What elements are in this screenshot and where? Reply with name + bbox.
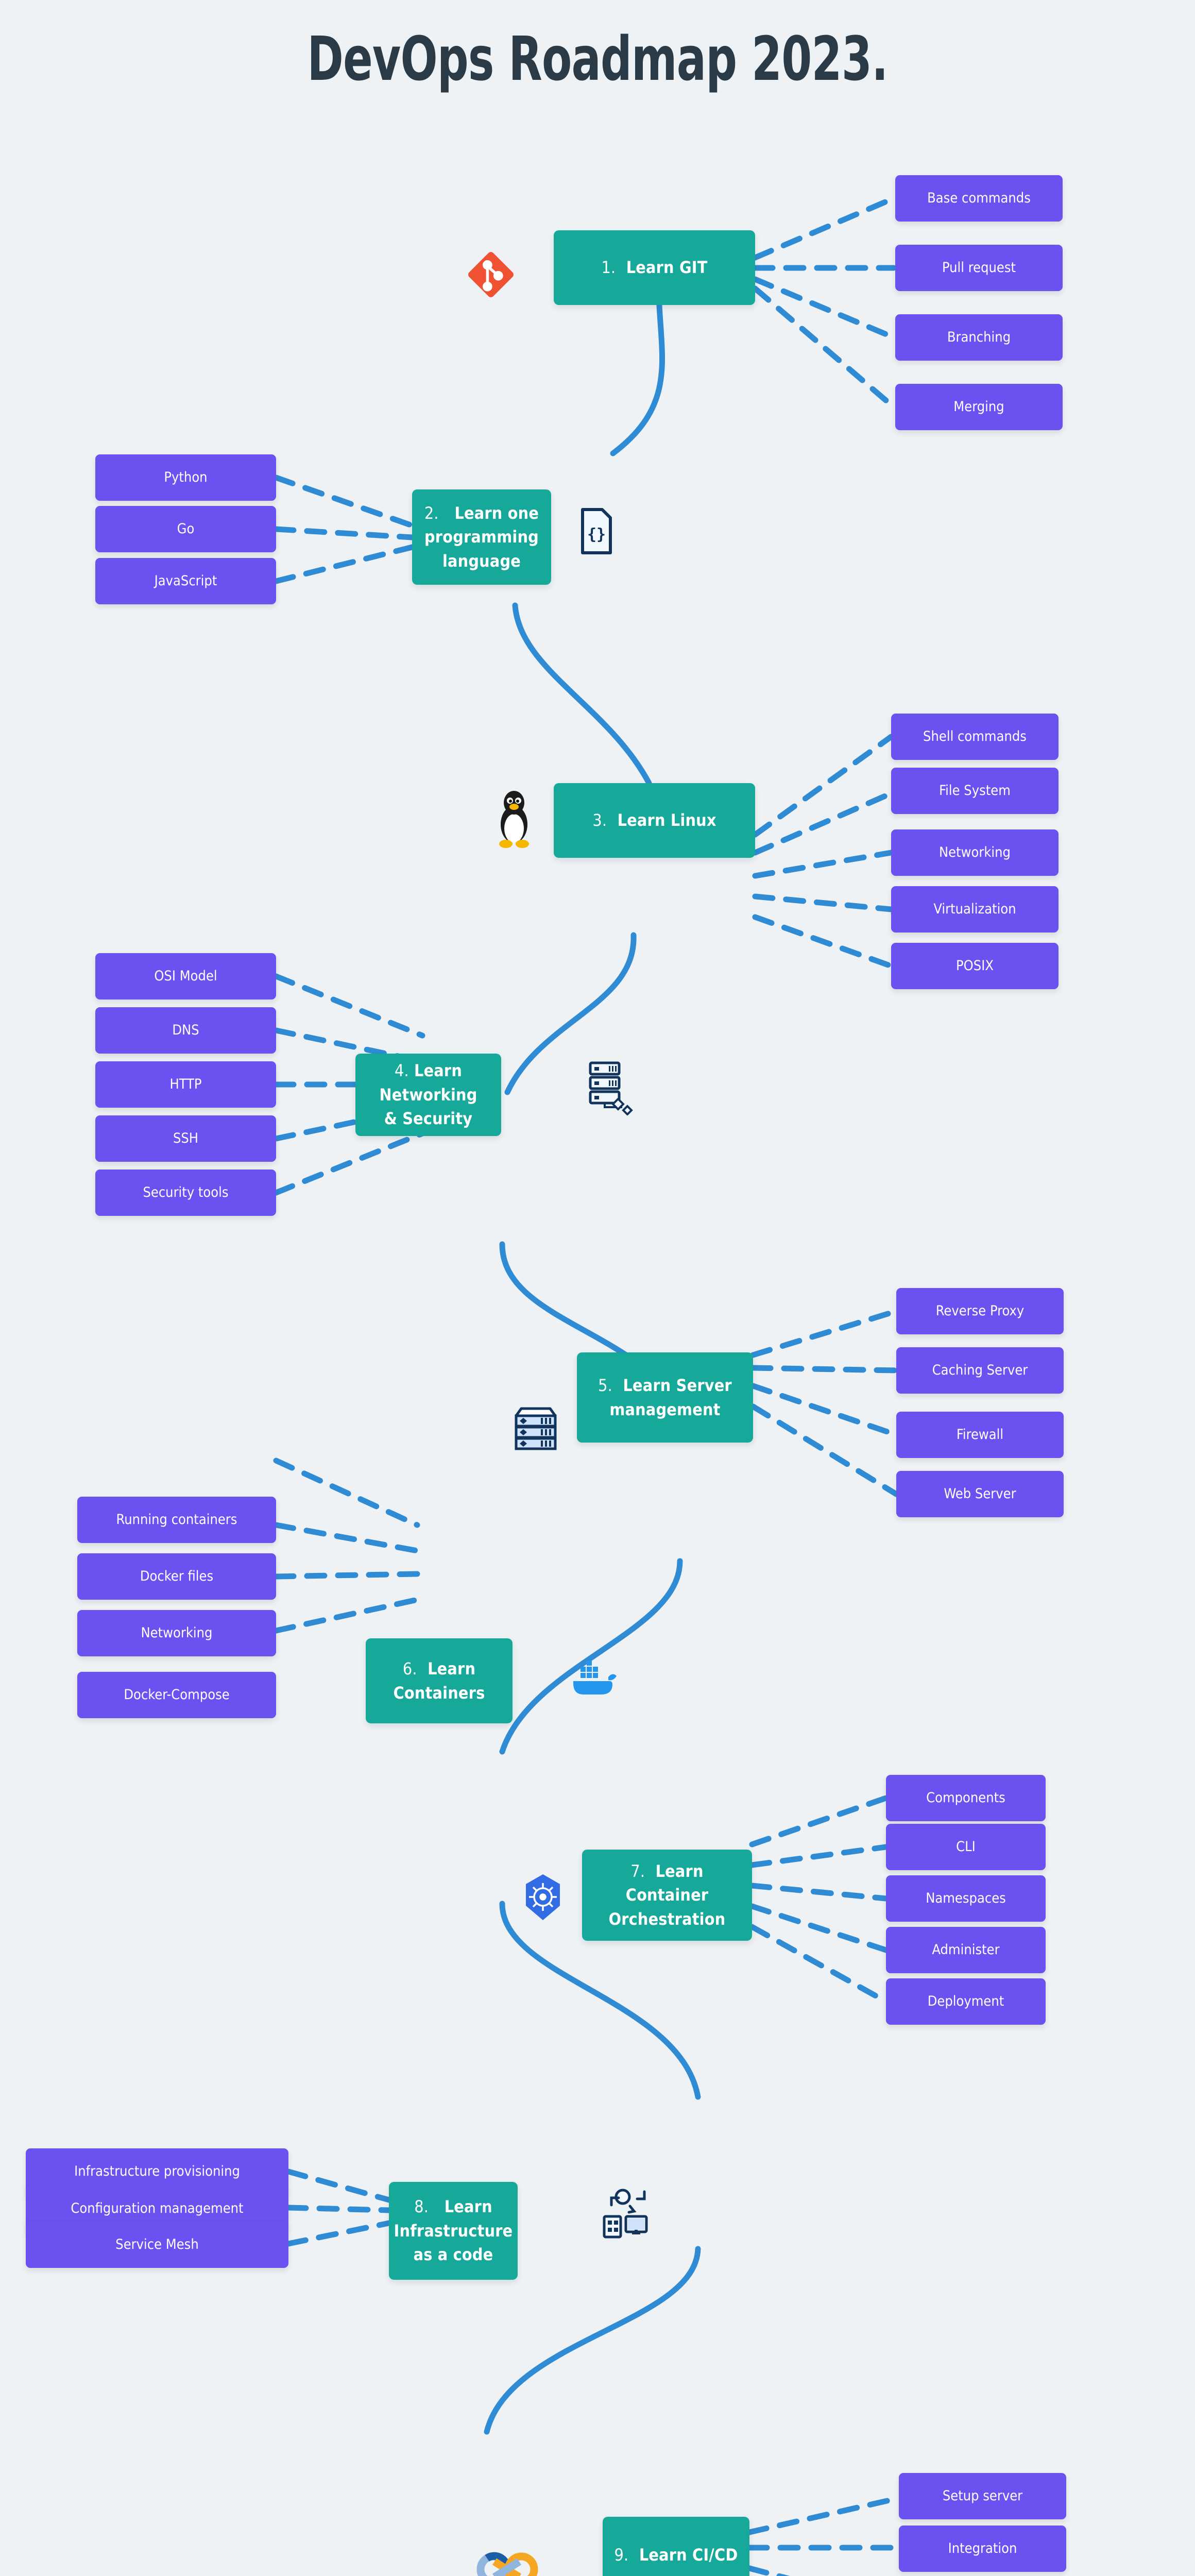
leaf-pull-request[interactable]: Pull request	[895, 245, 1063, 291]
node-label: Learn GIT	[626, 258, 708, 278]
leaf-docker-files[interactable]: Docker files	[77, 1553, 276, 1600]
node-label: Learn Containers	[393, 1659, 485, 1703]
node-label-line2: Orchestration	[608, 1909, 726, 1929]
leaf-integration[interactable]: Integration	[899, 2526, 1066, 2572]
svg-text:{}: {}	[587, 526, 606, 544]
leaf-networking-2[interactable]: Networking	[77, 1610, 276, 1656]
node-learn-server-management[interactable]: 5. Learn Server management	[577, 1352, 753, 1443]
leaf-virtualization[interactable]: Virtualization	[891, 886, 1059, 933]
docker-whale-icon	[573, 1660, 617, 1694]
node-learn-git[interactable]: 1. Learn GIT	[554, 230, 755, 305]
linux-penguin-icon	[499, 791, 529, 848]
node-label-line1: Learn Networking	[379, 1061, 477, 1105]
infrastructure-gear-icon	[603, 2189, 648, 2239]
page-title: DevOps Roadmap 2023.	[307, 23, 888, 94]
node-label-line1: Learn Server	[623, 1376, 732, 1396]
node-label: Learn CI/CD	[639, 2545, 738, 2565]
leaf-ssh[interactable]: SSH	[95, 1115, 276, 1162]
leaf-firewall[interactable]: Firewall	[896, 1412, 1064, 1458]
node-number: 3.	[592, 810, 607, 831]
leaf-branching[interactable]: Branching	[895, 314, 1063, 361]
leaf-running-containers[interactable]: Running containers	[77, 1497, 276, 1543]
node-learn-linux[interactable]: 3. Learn Linux	[554, 783, 755, 858]
node-label-line2: management	[609, 1399, 721, 1419]
node-label-line2: Infrastructure	[394, 2221, 513, 2241]
leaf-python[interactable]: Python	[95, 454, 276, 501]
leaf-administer[interactable]: Administer	[886, 1927, 1046, 1973]
leaf-namespaces[interactable]: Namespaces	[886, 1875, 1046, 1922]
leaf-setup-server[interactable]: Setup server	[899, 2473, 1066, 2519]
leaf-osi-model[interactable]: OSI Model	[95, 953, 276, 999]
leaf-reverse-proxy[interactable]: Reverse Proxy	[896, 1288, 1064, 1334]
node-learn-cicd[interactable]: 9. Learn CI/CD	[603, 2517, 749, 2576]
leaf-merging[interactable]: Merging	[895, 384, 1063, 430]
leaf-posix[interactable]: POSIX	[891, 943, 1059, 989]
network-server-icon	[589, 1061, 633, 1115]
node-number: 4.	[394, 1061, 409, 1081]
node-learn-programming-language[interactable]: 2. Learn one programming language	[412, 489, 551, 585]
leaf-docker-compose[interactable]: Docker-Compose	[77, 1672, 276, 1718]
leaf-base-commands[interactable]: Base commands	[895, 175, 1063, 222]
node-number: 2.	[424, 503, 439, 523]
leaf-shell-commands[interactable]: Shell commands	[891, 714, 1059, 760]
git-logo-icon	[468, 252, 514, 297]
leaf-dns[interactable]: DNS	[95, 1007, 276, 1054]
node-label-line2: programming	[424, 527, 539, 547]
node-learn-container-orchestration[interactable]: 7. Learn Container Orchestration	[582, 1850, 752, 1941]
devops-infinity-icon	[476, 2552, 538, 2576]
node-number: 9.	[614, 2545, 629, 2565]
code-file-icon: {}	[581, 508, 612, 554]
node-number: 5.	[598, 1376, 613, 1396]
node-label-line2: & Security	[384, 1109, 473, 1129]
leaf-components[interactable]: Components	[886, 1775, 1046, 1821]
node-label: Learn Linux	[617, 810, 716, 831]
leaf-go[interactable]: Go	[95, 506, 276, 552]
node-learn-networking-security[interactable]: 4. Learn Networking & Security	[355, 1054, 501, 1136]
node-label-line3: as a code	[413, 2245, 493, 2265]
leaf-deployment[interactable]: Deployment	[886, 1978, 1046, 2025]
leaf-networking[interactable]: Networking	[891, 829, 1059, 876]
node-learn-containers[interactable]: 6. Learn Containers	[366, 1638, 513, 1723]
node-number: 7.	[630, 1861, 645, 1881]
node-label-line1: Learn Container	[625, 1861, 709, 1905]
leaf-caching-server[interactable]: Caching Server	[896, 1347, 1064, 1394]
leaf-service-mesh[interactable]: Service Mesh	[26, 2222, 288, 2268]
node-learn-infrastructure-as-code[interactable]: 8. Learn Infrastructure as a code	[389, 2182, 518, 2280]
kubernetes-helm-icon	[526, 1874, 560, 1920]
node-label-line1: Learn one	[454, 503, 539, 523]
leaf-web-server[interactable]: Web Server	[896, 1471, 1064, 1517]
node-number: 8.	[414, 2197, 429, 2217]
node-label-line1: Learn	[444, 2197, 492, 2217]
node-number: 1.	[601, 258, 616, 278]
leaf-http[interactable]: HTTP	[95, 1061, 276, 1108]
leaf-javascript[interactable]: JavaScript	[95, 558, 276, 604]
node-number: 6.	[402, 1659, 417, 1679]
leaf-file-system[interactable]: File System	[891, 768, 1059, 814]
server-rack-icon	[515, 1407, 557, 1450]
leaf-security-tools[interactable]: Security tools	[95, 1170, 276, 1216]
leaf-cli[interactable]: CLI	[886, 1824, 1046, 1870]
node-label-line3: language	[442, 551, 521, 571]
